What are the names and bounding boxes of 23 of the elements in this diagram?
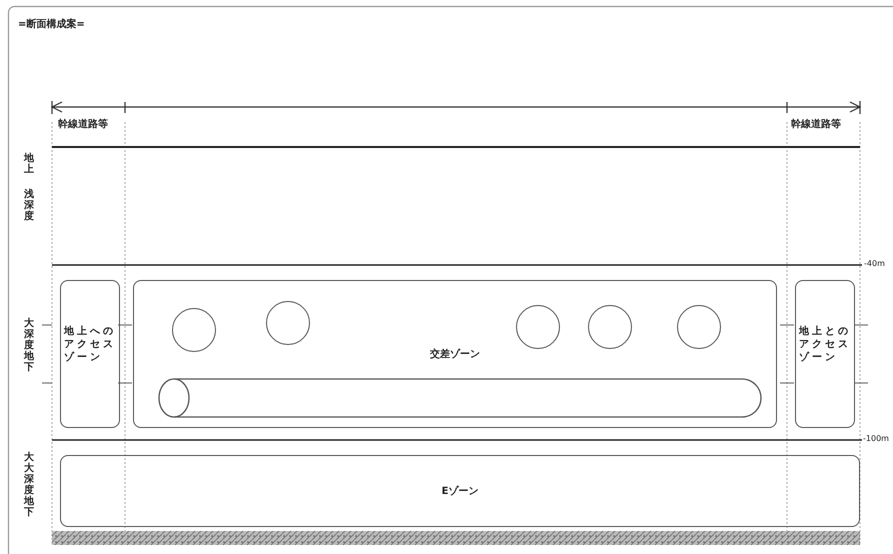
depth-value: -100m xyxy=(863,434,889,444)
shaft-circle xyxy=(172,308,216,352)
zone-box xyxy=(133,280,777,428)
zone-box xyxy=(60,455,860,527)
zone-box xyxy=(60,280,120,428)
depth-label: 浅深度 xyxy=(24,189,34,222)
shaft-circle xyxy=(677,305,721,349)
shaft-circle xyxy=(516,305,560,349)
tunnel-tube xyxy=(158,378,762,418)
zone-label: Eゾーン xyxy=(442,484,478,498)
zone-box xyxy=(795,280,855,428)
shaft-circle xyxy=(588,305,632,349)
depth-label: 大大深度地下 xyxy=(24,452,34,518)
depth-value: -40m xyxy=(864,259,885,270)
road-label: 幹線道路等 xyxy=(58,118,108,131)
zone-label: 地上へのアクセスゾーン xyxy=(64,324,116,364)
zone-label: 地上とのアクセスゾーン xyxy=(799,324,851,364)
zone-label: 交差ゾーン xyxy=(430,348,480,360)
shaft-circle xyxy=(266,301,310,345)
depth-label: 地上 xyxy=(24,153,34,175)
diagram-title: =断面構成案= xyxy=(18,18,85,31)
depth-label: 大深度地下 xyxy=(24,318,34,373)
road-label: 幹線道路等 xyxy=(791,118,841,131)
